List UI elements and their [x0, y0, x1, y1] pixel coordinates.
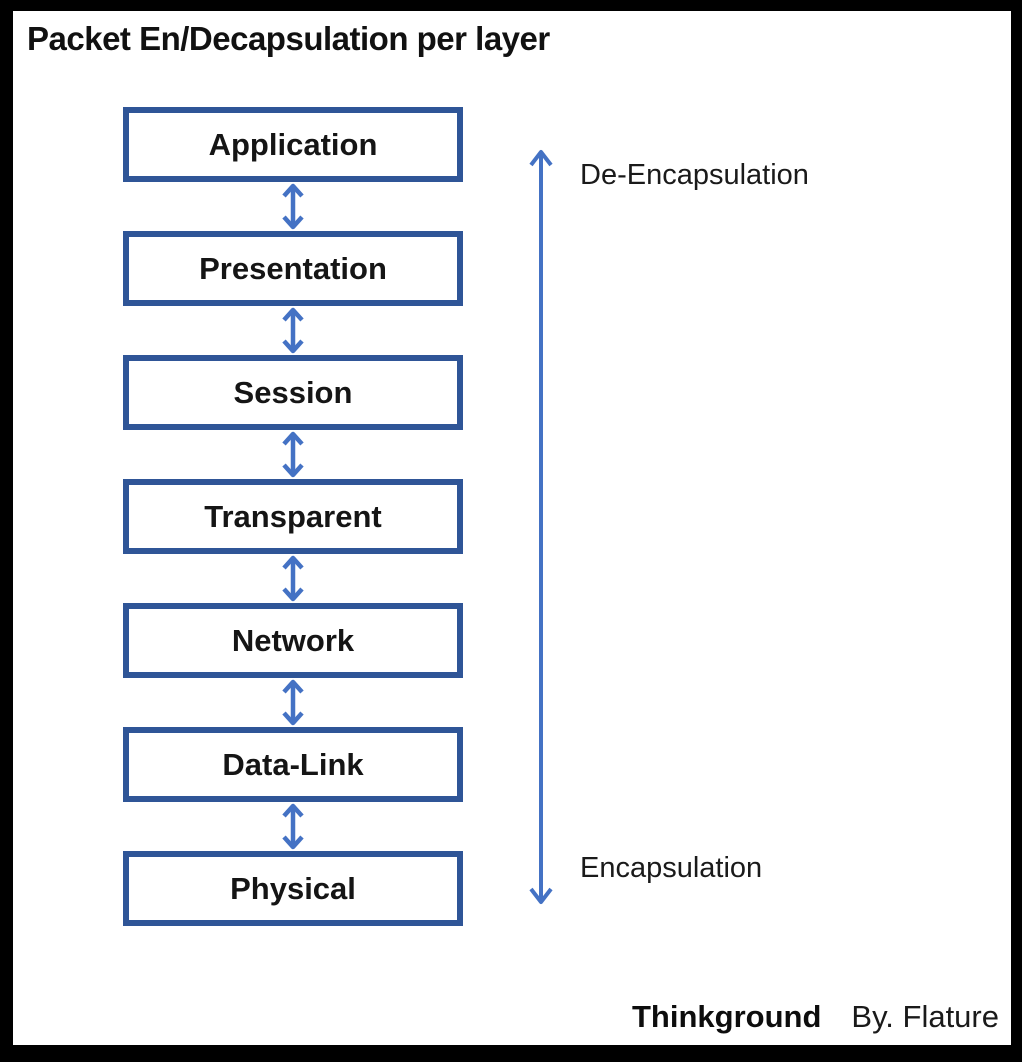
- layer-box-data-link: Data-Link: [123, 727, 463, 802]
- layer-label: Network: [231, 622, 355, 658]
- layer-label: Session: [233, 374, 353, 410]
- layer-box-session: Session: [123, 355, 463, 430]
- layer-label: Data-Link: [222, 746, 364, 782]
- diagram-canvas: Packet En/Decapsulation per layer Applic…: [13, 11, 1011, 1045]
- layer-label: Physical: [230, 870, 356, 906]
- layer-connector-arrow: [280, 306, 306, 355]
- layer-label: Presentation: [199, 250, 387, 286]
- layer-connector-arrow: [280, 802, 306, 851]
- page-title: Packet En/Decapsulation per layer: [27, 20, 550, 57]
- layer-label: Transparent: [204, 498, 382, 534]
- layer-connector-arrow: [280, 430, 306, 479]
- layer-connector-arrow: [280, 554, 306, 603]
- layer-box-transparent: Transparent: [123, 479, 463, 554]
- de-encapsulation-label: De-Encapsulation: [580, 159, 809, 191]
- encapsulation-label: Encapsulation: [580, 852, 763, 884]
- footer-credit: Thinkground By. Flature: [632, 999, 999, 1035]
- layer-connector-arrow: [280, 678, 306, 727]
- author-byline: By. Flature: [851, 999, 999, 1034]
- brand-name: Thinkground: [632, 999, 822, 1034]
- encapsulation-direction-arrow: [526, 141, 556, 913]
- layer-connector-arrow: [280, 182, 306, 231]
- layer-label: Application: [208, 126, 378, 162]
- layer-box-application: Application: [123, 107, 463, 182]
- layer-box-physical: Physical: [123, 851, 463, 926]
- layer-box-network: Network: [123, 603, 463, 678]
- layer-box-presentation: Presentation: [123, 231, 463, 306]
